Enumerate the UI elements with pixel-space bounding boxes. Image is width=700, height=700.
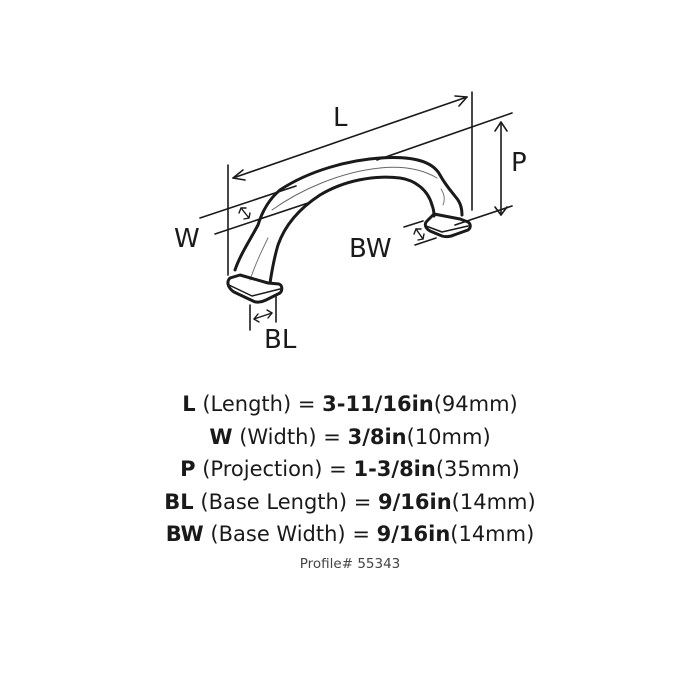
spec-value: 9/16in	[376, 522, 451, 546]
spec-eq: =	[353, 489, 372, 514]
spec-desc: (Projection)	[202, 457, 323, 481]
spec-row-length: L (Length) = 3-11/16in(94mm)	[0, 388, 700, 421]
spec-metric: (35mm)	[435, 457, 520, 481]
spec-value: 9/16in	[378, 489, 452, 514]
spec-code: P	[180, 457, 196, 481]
profile-number: Profile# 55343	[299, 555, 401, 572]
spec-code: BL	[164, 489, 194, 514]
spec-code: L	[182, 392, 196, 416]
spec-desc: (Base Length)	[200, 489, 348, 514]
label-base-width: BW	[349, 234, 392, 264]
handle-dimension-drawing: L P W BW BL	[174, 91, 527, 355]
spec-value: 3-11/16in	[322, 392, 434, 416]
spec-value: 1-3/8in	[353, 457, 436, 481]
spec-metric: (10mm)	[406, 424, 491, 449]
spec-code: W	[209, 424, 233, 449]
spec-row-projection: P (Projection) = 1-3/8in(35mm)	[0, 453, 700, 486]
dimension-specs: L (Length) = 3-11/16in(94mm) W (Width) =…	[0, 388, 700, 573]
spec-row-base-length: BL (Base Length) = 9/16in(14mm)	[0, 486, 700, 519]
spec-metric: (14mm)	[450, 522, 535, 546]
spec-eq: =	[297, 392, 316, 416]
cabinet-pull-illustration	[199, 91, 513, 331]
spec-desc: (Base Width)	[210, 522, 346, 546]
spec-value: 3/8in	[347, 424, 407, 449]
label-width: W	[174, 224, 200, 254]
spec-desc: (Width)	[239, 424, 317, 449]
spec-row-width: W (Width) = 3/8in(10mm)	[0, 421, 700, 454]
label-base-length: BL	[264, 325, 297, 355]
spec-eq: =	[352, 522, 370, 546]
spec-eq: =	[323, 424, 341, 449]
spec-desc: (Length)	[202, 392, 292, 416]
spec-row-base-width: BW (Base Width) = 9/16in(14mm)	[0, 518, 700, 551]
label-projection: P	[511, 148, 527, 178]
spec-code: BW	[165, 522, 204, 546]
spec-metric: (14mm)	[451, 489, 536, 514]
spec-eq: =	[329, 457, 347, 481]
spec-metric: (94mm)	[433, 392, 518, 416]
label-length: L	[333, 103, 348, 133]
